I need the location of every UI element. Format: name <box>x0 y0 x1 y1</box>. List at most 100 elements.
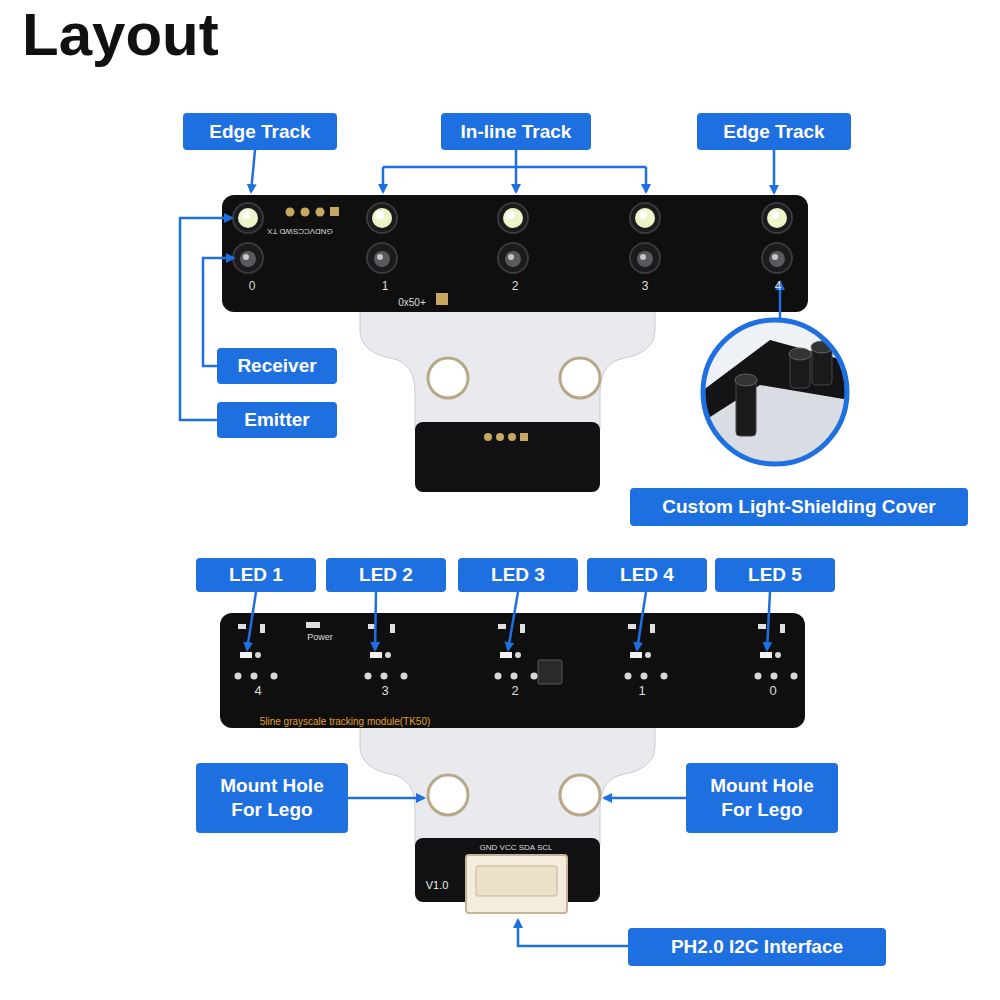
smd-led <box>370 652 382 658</box>
silkscreen-label: 1 <box>638 683 645 698</box>
solder-pad <box>316 208 325 217</box>
callout-box: Mount Hole For Lego <box>196 763 348 833</box>
callout-text-group: LED 2 <box>359 563 413 587</box>
receiver-lens <box>637 251 653 267</box>
via <box>271 673 278 680</box>
smd-resistor <box>650 624 655 633</box>
smd-led <box>240 652 252 658</box>
mount-hole <box>560 775 600 815</box>
smd-resistor <box>780 624 785 633</box>
silkscreen-label: Power <box>307 632 333 642</box>
callout-box: LED 3 <box>458 558 578 592</box>
smd-resistor <box>498 624 506 629</box>
silkscreen-label: 5line grayscale tracking module(TK50) <box>260 716 431 727</box>
leader-arrow <box>508 592 518 650</box>
lens-shine <box>640 254 646 260</box>
callout-box: Mount Hole For Lego <box>686 763 838 833</box>
callout-label: Custom Light-Shielding Cover <box>662 495 935 519</box>
callout-label: LED 1 <box>229 563 283 587</box>
mount-hole <box>428 775 468 815</box>
callout-box: LED 1 <box>196 558 316 592</box>
lens-shine <box>377 254 383 260</box>
callout-box: LED 4 <box>587 558 707 592</box>
callout-text-group: LED 5 <box>748 563 802 587</box>
callout-text-group: LED 3 <box>491 563 545 587</box>
lens-shine <box>772 254 778 260</box>
silkscreen-label: 4 <box>775 279 782 293</box>
smd-led <box>306 622 320 628</box>
via <box>775 652 781 658</box>
callout-box: Edge Track <box>183 113 337 150</box>
emitter-led <box>238 208 258 228</box>
led-glow <box>242 211 250 219</box>
smd-led <box>760 652 772 658</box>
led-glow <box>639 211 647 219</box>
connector-housing <box>466 855 567 913</box>
leader-line <box>383 166 646 169</box>
solder-pad <box>286 208 295 217</box>
smd-resistor <box>390 624 395 633</box>
callout-text-group: Edge Track <box>723 120 824 144</box>
callout-label: LED 4 <box>620 563 674 587</box>
ic-chip <box>538 660 562 684</box>
callout-box: PH2.0 I2C Interface <box>628 928 886 966</box>
emitter-housing <box>233 203 263 233</box>
callout-text-group: Mount Hole For Lego <box>210 774 335 822</box>
leader-arrow <box>515 167 518 192</box>
emitter-housing <box>630 203 660 233</box>
solder-pad <box>436 293 448 305</box>
via <box>755 673 762 680</box>
leader-line <box>515 150 518 167</box>
smd-resistor <box>758 624 766 629</box>
callout-box: Edge Track <box>697 113 851 150</box>
callout-label: LED 2 <box>359 563 413 587</box>
callout-label: Emitter <box>244 408 309 432</box>
connector-slot <box>476 866 557 896</box>
pcb-tab <box>415 838 600 902</box>
emitter-housing <box>367 203 397 233</box>
via <box>515 652 521 658</box>
via <box>365 673 372 680</box>
callout-text-group: LED 4 <box>620 563 674 587</box>
silkscreen-label: 0 <box>769 683 776 698</box>
callout-label: Mount Hole For Lego <box>210 774 335 822</box>
leader-arrow <box>247 592 256 650</box>
callout-text-group: Emitter <box>244 408 309 432</box>
via <box>531 673 538 680</box>
solder-pad <box>496 433 504 441</box>
emitter-led <box>372 208 392 228</box>
solder-pad <box>484 433 492 441</box>
callout-text-group: In-line Track <box>461 120 572 144</box>
lens-shine <box>243 254 249 260</box>
emitter-led <box>767 208 787 228</box>
callout-text-group: Edge Track <box>209 120 310 144</box>
via <box>771 673 778 680</box>
inset-view <box>690 340 880 470</box>
silkscreen-label: 1 <box>382 279 389 293</box>
shield-top <box>789 348 811 360</box>
callout-label: LED 3 <box>491 563 545 587</box>
lens-shine <box>508 254 514 260</box>
leader-arrow <box>375 592 376 650</box>
smd-parts <box>235 622 798 888</box>
via <box>641 673 648 680</box>
leader-arrow <box>382 167 385 192</box>
pcb-stem <box>360 300 655 430</box>
callout-text-group: LED 1 <box>229 563 283 587</box>
callout-box: Custom Light-Shielding Cover <box>630 488 968 526</box>
callout-text-group: Custom Light-Shielding Cover <box>662 495 935 519</box>
via <box>235 673 242 680</box>
silkscreen-label: 3 <box>642 279 649 293</box>
emitter-housing <box>498 203 528 233</box>
smd-resistor <box>520 624 525 633</box>
callout-text-group: Mount Hole For Lego <box>700 774 825 822</box>
mount-hole <box>560 358 600 398</box>
smd-led <box>630 652 642 658</box>
diagram-title: Layout <box>22 0 219 69</box>
callout-text-group: PH2.0 I2C Interface <box>671 935 843 959</box>
leader-arrow <box>767 592 770 650</box>
receiver-housing <box>630 243 660 273</box>
solder-pad <box>508 433 516 441</box>
receiver-housing <box>233 243 263 273</box>
